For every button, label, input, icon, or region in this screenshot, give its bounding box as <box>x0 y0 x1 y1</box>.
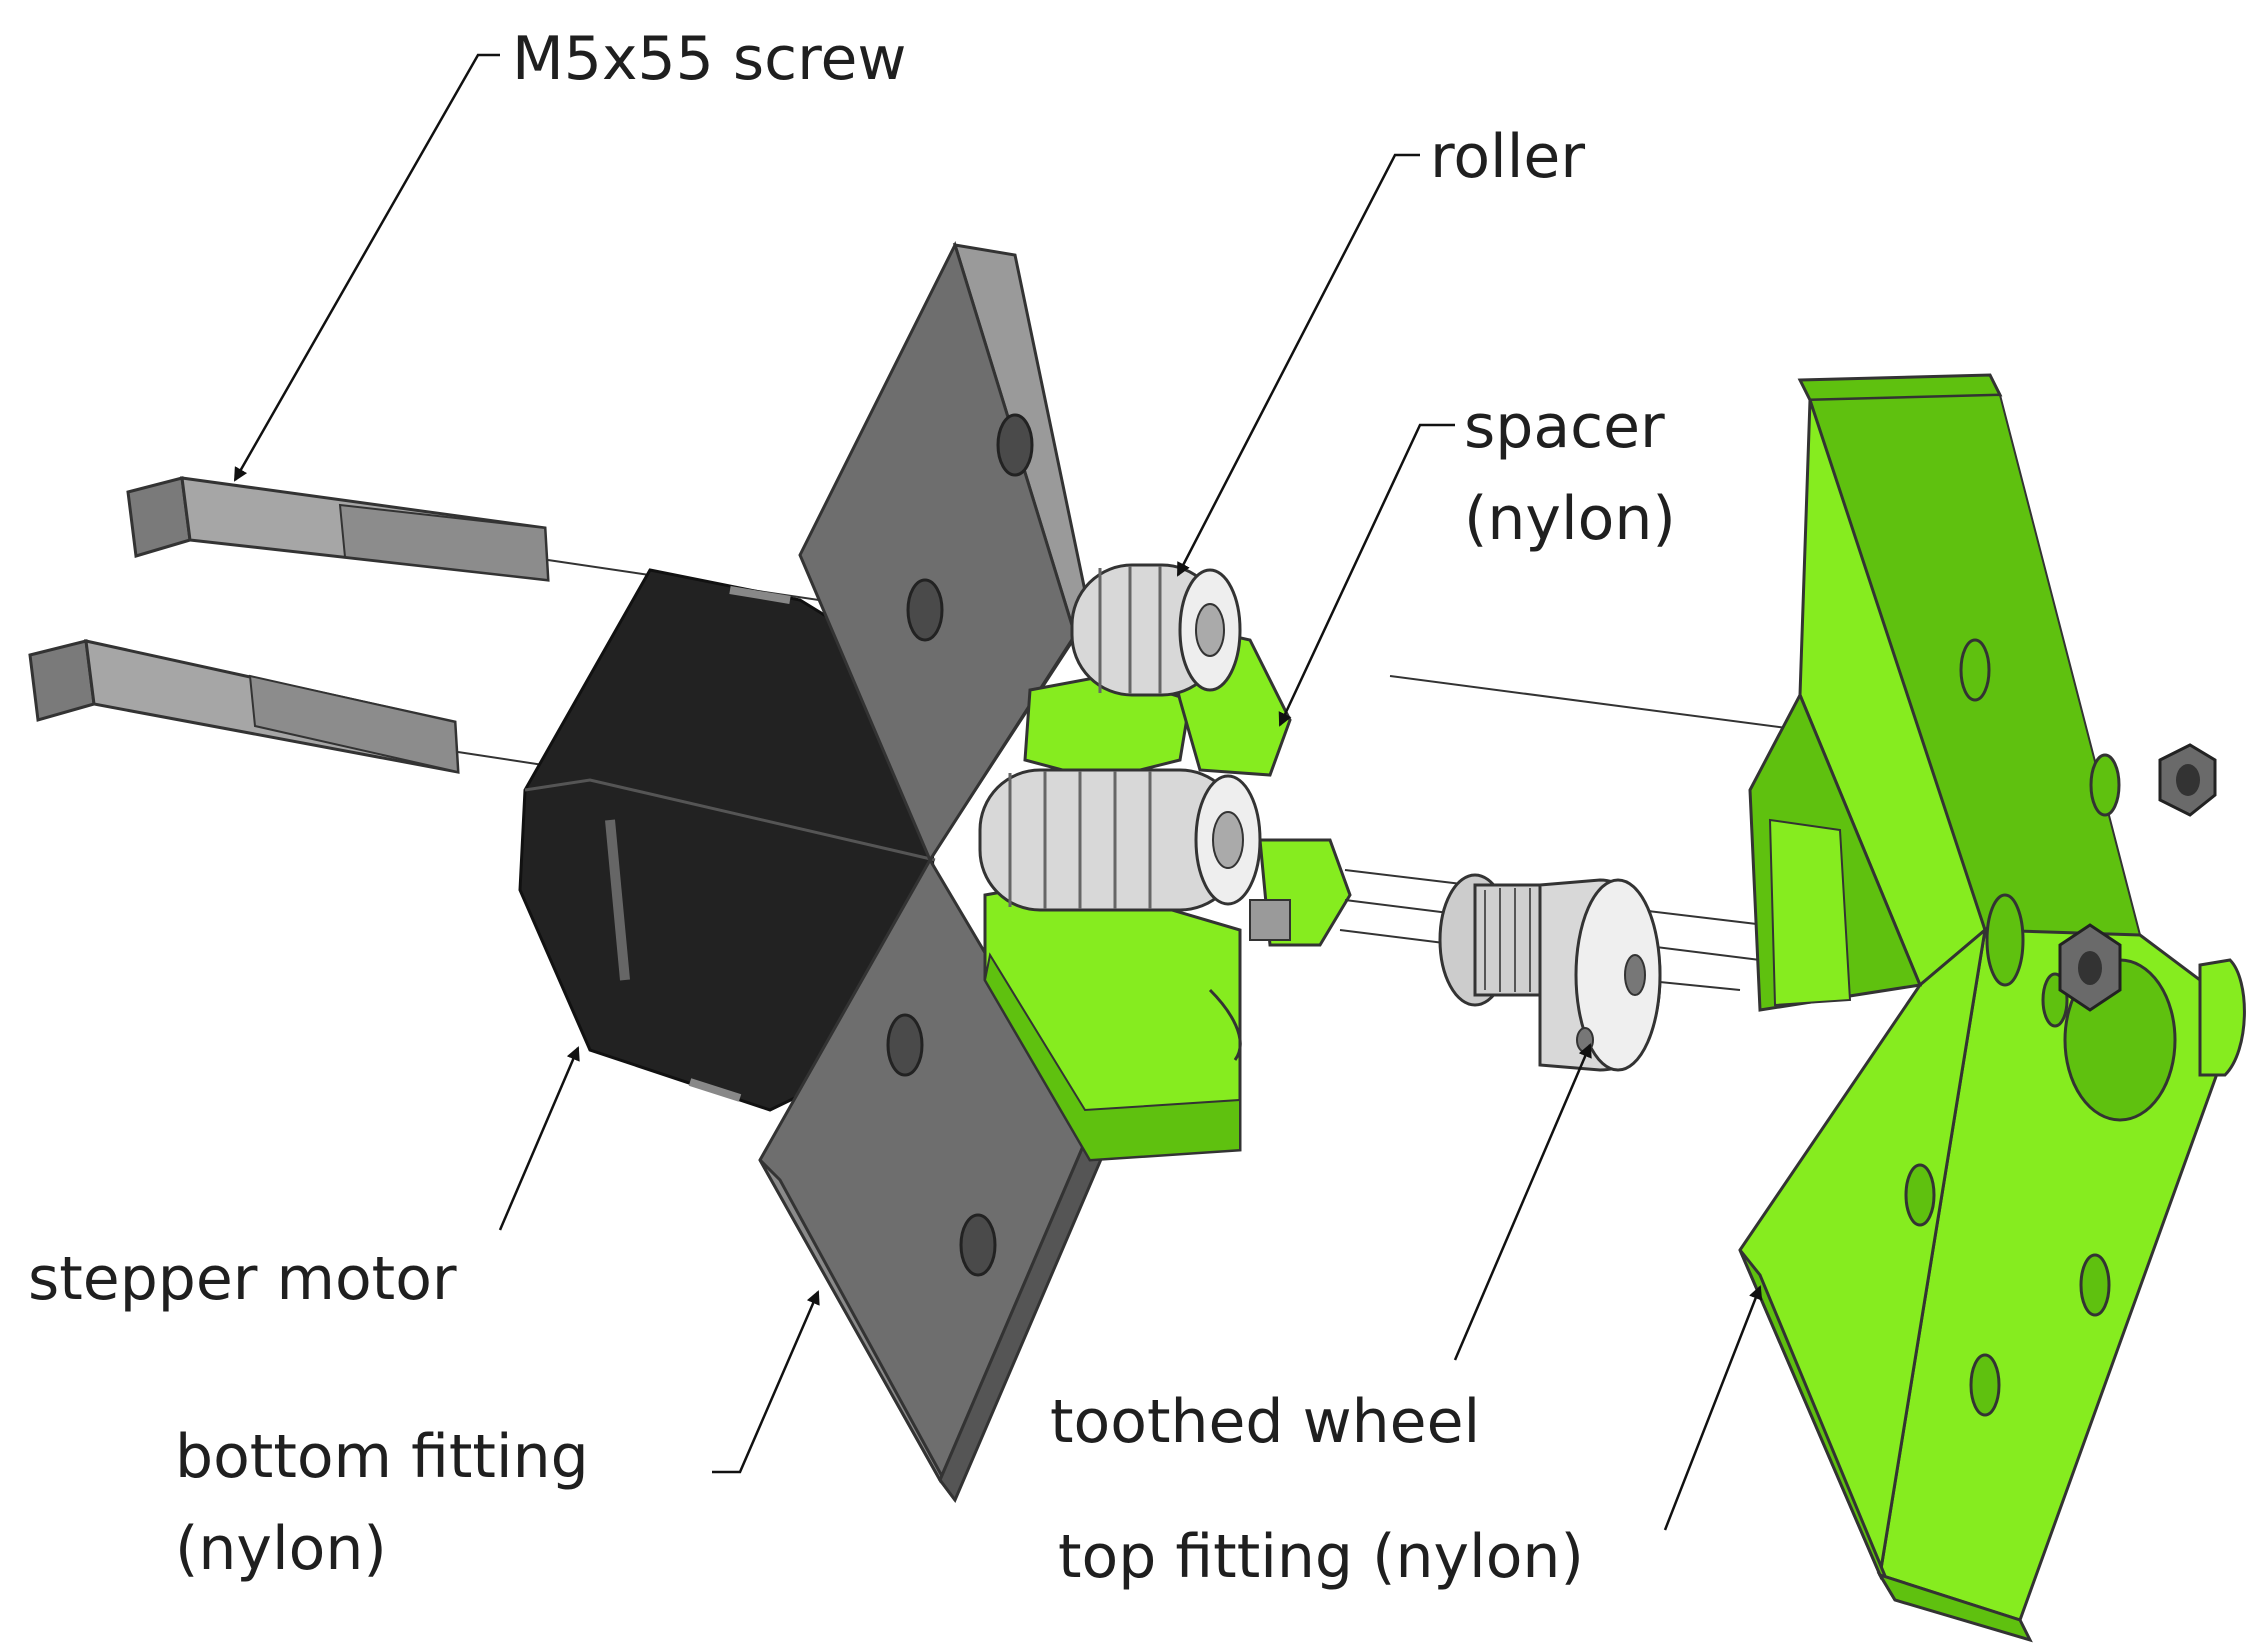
roller-lower <box>978 768 1262 912</box>
stepper-motor <box>518 568 937 1112</box>
leader-lines <box>233 53 1763 1531</box>
green-spacer-blocks <box>983 618 1352 1162</box>
leader-stepper <box>498 1046 580 1231</box>
label-stepper-motor: stepper motor <box>28 1244 457 1314</box>
leader-wheel <box>1453 1043 1592 1361</box>
leader-spacer <box>1278 423 1455 727</box>
label-roller: roller <box>1430 122 1585 192</box>
nut-upper <box>2158 743 2217 817</box>
label-spacer-material: (nylon) <box>1464 484 1676 554</box>
label-screw: M5x55 screw <box>512 24 907 94</box>
nut-lower <box>2058 923 2122 1012</box>
roller-upper <box>1070 563 1242 697</box>
leader-roller <box>1176 153 1420 577</box>
leader-bottom <box>712 1290 820 1474</box>
leader-screw <box>233 53 500 482</box>
label-top-fitting: top fitting (nylon) <box>1058 1522 1584 1592</box>
screw-lower <box>28 639 460 774</box>
toothed-wheel <box>1438 873 1662 1072</box>
label-bottom-fitting-material: (nylon) <box>175 1514 387 1584</box>
label-bottom-fitting: bottom fitting <box>175 1422 589 1492</box>
leader-top <box>1663 1285 1763 1531</box>
screw-upper <box>126 476 550 582</box>
top-fitting-plate <box>1738 373 2246 1643</box>
label-spacer: spacer <box>1464 392 1665 462</box>
label-toothed-wheel: toothed wheel <box>1050 1387 1481 1457</box>
